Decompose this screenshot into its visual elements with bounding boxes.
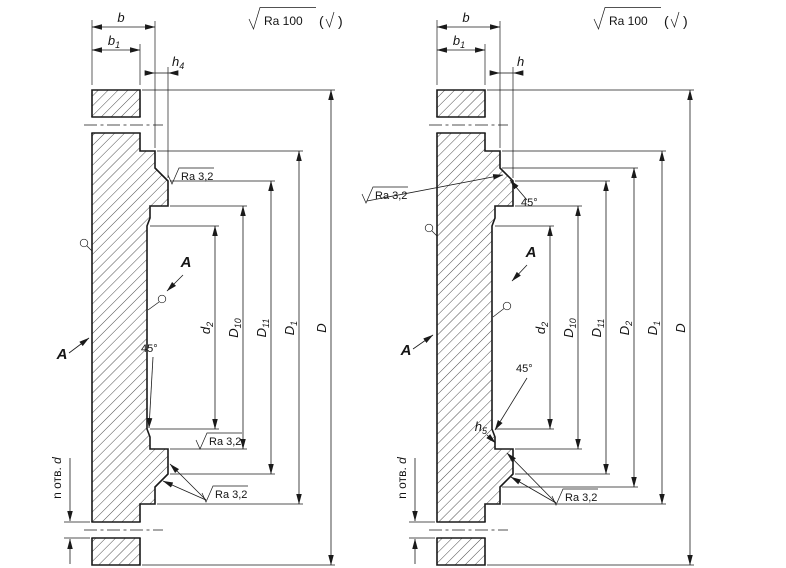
roughness-label: Ra 3,2 xyxy=(181,171,213,183)
view-arrow-a2 xyxy=(412,334,434,350)
dim-label-D1: D1 xyxy=(282,321,299,335)
view-arrow-a1 xyxy=(166,274,184,292)
dim-label-h: h xyxy=(517,54,524,69)
roughness-symbols xyxy=(361,7,680,506)
view-label-a: A xyxy=(180,254,192,271)
leader-h5 xyxy=(486,434,496,444)
surface-marks xyxy=(424,223,512,318)
dim-label-b1: b1 xyxy=(453,33,465,50)
dim-label-h4: h4 xyxy=(172,54,184,71)
roughness-label: Ra 3,2 xyxy=(565,492,597,504)
general-roughness-check-icon xyxy=(248,7,316,30)
general-roughness-note: Ra 100 xyxy=(264,14,303,28)
left-flange-view: b b1 h4 d2 D10 D11 D1 D Ra 100 ( ) Ra 3,… xyxy=(50,7,343,566)
leader-angle-45 xyxy=(146,356,154,429)
surface-mark-icon xyxy=(79,238,89,248)
roughness-label: Ra 3,2 xyxy=(375,190,407,202)
roughness-check-icon xyxy=(551,488,598,506)
angle-label-mid: 45° xyxy=(516,363,533,375)
roughness-check-icon xyxy=(361,186,408,204)
dim-label-b1: b1 xyxy=(108,33,120,50)
general-roughness-note: Ra 100 xyxy=(609,14,648,28)
leader-roughness xyxy=(366,174,504,202)
view-arrow-a1 xyxy=(511,264,528,282)
extension-lines xyxy=(409,20,694,566)
leader-roughness xyxy=(162,480,207,501)
dimension-lines xyxy=(67,24,334,566)
roughness-symbols xyxy=(167,7,335,503)
dim-label-D11: D11 xyxy=(254,319,271,338)
small-check-icon xyxy=(670,11,680,29)
flange-section-outline xyxy=(436,89,514,566)
paren-close: ) xyxy=(683,13,688,29)
flange-section-outline xyxy=(91,89,169,566)
surface-mark-icon xyxy=(157,294,167,304)
holes-note: n отв. d xyxy=(50,457,64,499)
roughness-check-icon xyxy=(195,432,242,450)
leader-roughness xyxy=(506,452,557,504)
bolt-hole-centerlines xyxy=(84,124,163,531)
dim-label-D2: D2 xyxy=(617,321,634,335)
dim-label-D11: D11 xyxy=(589,319,606,338)
leader-roughness xyxy=(510,476,557,504)
view-label-a: A xyxy=(56,346,68,363)
dim-label-D: D xyxy=(314,323,329,332)
leader-roughness xyxy=(169,463,207,501)
paren-open: ( xyxy=(664,13,669,29)
paren-close: ) xyxy=(338,13,343,29)
leader-lines xyxy=(68,274,207,501)
dimension-lines xyxy=(412,24,693,566)
angle-label-top: 45° xyxy=(521,197,538,209)
dim-label-b: b xyxy=(117,10,124,25)
small-check-icon xyxy=(325,11,335,29)
roughness-label: Ra 3,2 xyxy=(209,436,241,448)
dim-label-d2: d2 xyxy=(533,322,550,334)
leader-angle-45-mid xyxy=(494,377,528,431)
view-label-a: A xyxy=(400,342,412,359)
paren-open: ( xyxy=(319,13,324,29)
leader-lines xyxy=(366,174,557,504)
dim-label-D10: D10 xyxy=(561,318,578,337)
dim-label-d2: d2 xyxy=(198,322,215,334)
leader-angle-45-top xyxy=(509,179,528,201)
surface-mark-icon xyxy=(502,301,512,311)
bolt-hole-centerlines xyxy=(429,124,508,531)
general-roughness-check-icon xyxy=(593,7,661,30)
dim-label-D: D xyxy=(673,323,688,332)
dim-label-h5: h5 xyxy=(475,419,488,436)
extension-lines xyxy=(64,20,335,566)
angle-label: 45° xyxy=(141,343,158,355)
holes-note: n отв. d xyxy=(395,457,409,499)
roughness-check-icon xyxy=(201,485,248,503)
roughness-check-icon xyxy=(167,167,214,185)
surface-mark-icon xyxy=(424,223,434,233)
view-label-a: A xyxy=(525,244,537,261)
dim-label-b: b xyxy=(462,10,469,25)
dim-label-D1: D1 xyxy=(645,321,662,335)
view-arrow-a2 xyxy=(68,337,90,354)
roughness-label: Ra 3,2 xyxy=(215,489,247,501)
dim-label-D10: D10 xyxy=(226,318,243,337)
surface-marks xyxy=(79,238,167,311)
right-flange-view: b b1 h h5 d2 D10 D11 D2 D1 D Ra 100 ( ) … xyxy=(361,7,694,566)
